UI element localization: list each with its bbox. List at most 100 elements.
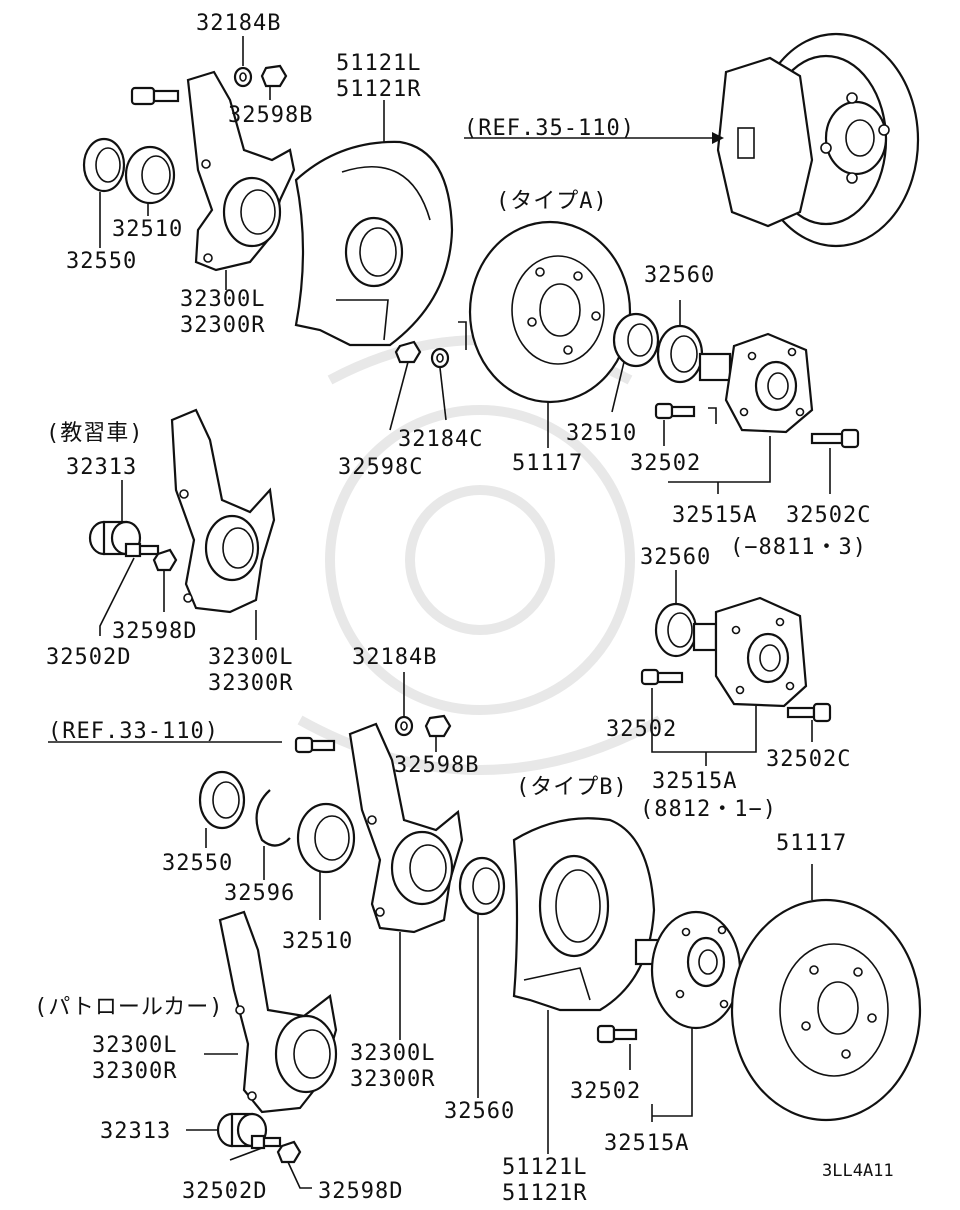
label-line: 32300R — [350, 1067, 435, 1092]
snap-ring-32596 — [255, 789, 291, 847]
nut-32598D-kyoshu — [152, 548, 178, 572]
label-32502-b: 32502 — [606, 717, 677, 742]
label-32313-a: 32313 — [66, 455, 137, 480]
label-line: 32300L — [350, 1041, 435, 1066]
stud-bolt-32502C-typeB — [786, 702, 832, 723]
label-32184B-top: 32184B — [196, 11, 281, 36]
label-32598D-bottom: 32598D — [318, 1179, 403, 1204]
nut-32598B-bottom — [424, 714, 452, 738]
label-51117-b: 51117 — [776, 831, 847, 856]
bearing-32510-typeA — [612, 312, 660, 368]
label-range-b: (8812・1−) — [640, 797, 777, 822]
hub-bolt-32502-typeA — [654, 402, 696, 420]
hub-32515A-typeB — [692, 596, 808, 708]
watermark-emblem — [297, 335, 663, 775]
leader-lines-kyoshu — [99, 480, 257, 640]
label-32560-bottom: 32560 — [444, 1099, 515, 1124]
label-line: 51121R — [336, 77, 421, 102]
label-line: 32300L — [180, 287, 265, 312]
bolt-32313-top — [130, 86, 180, 106]
label-patrol: (パトロールカー) — [34, 995, 224, 1020]
label-32550-top: 32550 — [66, 249, 137, 274]
label-32502C-a: 32502C — [786, 503, 871, 528]
label-32502-bottom: 32502 — [570, 1079, 641, 1104]
label-kyoshu: (教習車) — [46, 421, 144, 446]
seal-32560-typeB — [654, 602, 698, 658]
knuckle-32300-top — [186, 70, 296, 272]
label-line: 51121L — [502, 1155, 587, 1180]
brake-caliper-assembly — [716, 32, 920, 248]
washer-32184B-bottom — [394, 715, 414, 737]
label-line: 32300R — [92, 1059, 177, 1084]
hub-32515A-bottom — [634, 910, 742, 1030]
label-32184B-bottom: 32184B — [352, 645, 437, 670]
label-32550-bottom: 32550 — [162, 851, 233, 876]
label-line: 51121R — [502, 1181, 587, 1206]
leader-lines-typeA — [389, 300, 831, 494]
washer-32184B-top — [233, 66, 253, 88]
bearing-32510-top — [124, 145, 176, 205]
label-line: 51121L — [336, 51, 421, 76]
seal-32560-bottom — [458, 856, 506, 916]
nut-32598B-top — [260, 64, 288, 88]
label-32510-top: 32510 — [112, 217, 183, 242]
knuckle-32300-patrol — [218, 910, 338, 1114]
label-32502C-b: 32502C — [766, 747, 851, 772]
oil-seal-32550-bottom — [198, 770, 246, 830]
seal-32560-typeA — [656, 324, 704, 384]
label-32184C: 32184C — [398, 427, 483, 452]
hub-bolt-32502-typeB — [640, 668, 684, 686]
label-32313-bottom: 32313 — [100, 1119, 171, 1144]
leader-lines-top-left — [99, 36, 385, 290]
label-ref33: (REF.33-110) — [48, 719, 219, 744]
brake-disc-51117-typeA — [468, 220, 632, 404]
label-typeA: (タイプA) — [496, 189, 608, 214]
label-line: 32300R — [180, 313, 265, 338]
bolt-32502D-kyoshu — [124, 542, 160, 558]
label-32515A-a: 32515A — [672, 503, 757, 528]
leader-lines-typeB — [651, 570, 813, 766]
diagram-code: 3LL4A11 — [822, 1161, 894, 1181]
leader-lines-bottom — [186, 672, 813, 1189]
hub-32515A-typeA — [698, 332, 814, 434]
label-32560-b: 32560 — [640, 545, 711, 570]
dust-cover-51121-top — [294, 140, 454, 347]
label-line: 32300L — [208, 645, 293, 670]
label-32502D-bottom: 32502D — [182, 1179, 267, 1204]
knuckle-32300-kyoshu — [170, 408, 276, 614]
stud-bolt-32502C-typeA — [810, 428, 860, 449]
bolt-32502D-patrol — [250, 1134, 282, 1150]
bearing-32510-bottom — [296, 802, 356, 874]
hub-bolt-32502-bottom — [596, 1024, 638, 1044]
label-line: 32300R — [208, 671, 293, 696]
label-51117-a: 51117 — [512, 451, 583, 476]
oil-seal-32550-top — [82, 137, 126, 193]
label-32598B-top: 32598B — [228, 103, 313, 128]
label-32502-a: 32502 — [630, 451, 701, 476]
nut-32598D-patrol — [276, 1140, 302, 1164]
dust-cover-51121-bottom — [512, 817, 656, 1012]
label-32598B-bottom: 32598B — [394, 753, 479, 778]
label-line: 32300L — [92, 1033, 177, 1058]
label-32510-bottom: 32510 — [282, 929, 353, 954]
label-ref35: (REF.35-110) — [464, 116, 635, 141]
label-32515A-b: 32515A — [652, 769, 737, 794]
knuckle-32300-bottom-mid — [348, 722, 464, 934]
label-32598D-a: 32598D — [112, 619, 197, 644]
label-32598C: 32598C — [338, 455, 423, 480]
ref35-arrowhead — [712, 132, 724, 144]
label-range-a: (−8811・3) — [730, 535, 867, 560]
label-32596: 32596 — [224, 881, 295, 906]
label-typeB: (タイプB) — [516, 775, 628, 800]
brake-disc-51117-typeB — [730, 898, 922, 1122]
bolt-ref33 — [294, 736, 336, 754]
washer-32184C — [430, 347, 450, 369]
nut-32598C — [394, 340, 422, 364]
